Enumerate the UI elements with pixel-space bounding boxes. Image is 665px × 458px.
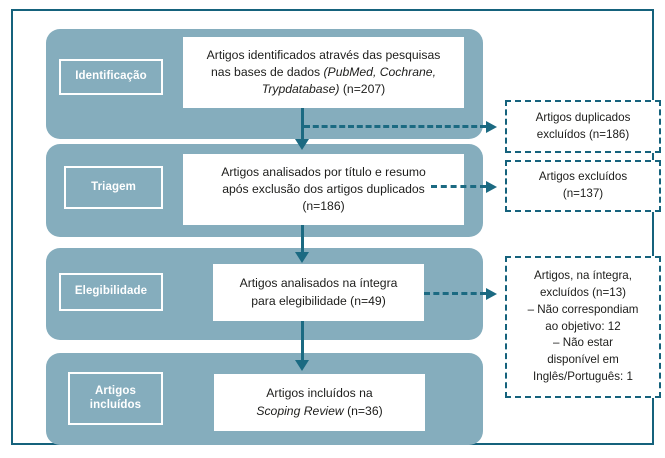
stage-label-elegibilidade-text: Elegibilidade — [74, 285, 148, 298]
duplicados-line1: Artigos duplicados — [535, 110, 631, 124]
stage-label-triagem: Triagem — [64, 166, 163, 209]
exclusion-arrow-duplicados — [304, 125, 486, 128]
stage-label-elegibilidade: Elegibilidade — [59, 273, 163, 311]
exclusion-box-duplicados: Artigos duplicados excluídos (n=186) — [505, 100, 661, 153]
excluidos-integra-line3: – Não correspondiam — [527, 302, 639, 316]
excluidos-integra-line4: ao objetivo: 12 — [545, 319, 621, 333]
elegibilidade-line2: para elegibilidade (n=49) — [251, 293, 386, 308]
incluidos-line2-suffix: (n=36) — [343, 403, 383, 418]
excluidos-integra-line7: Inglês/Português: 1 — [533, 369, 633, 383]
excluidos-integra-line5: – Não estar — [553, 336, 613, 350]
stage-label-artigos-incluidos-text: Artigos incluídos — [90, 385, 141, 412]
stage-label-artigos-incluidos: Artigos incluídos — [68, 372, 163, 425]
incluidos-line2-italic: Scoping Review — [256, 403, 344, 418]
stage-label-artigos-incluidos-line1: Artigos — [95, 384, 136, 397]
triagem-line2: após exclusão dos artigos duplicados — [222, 181, 425, 196]
excluidos-triagem-line2: (n=137) — [562, 187, 604, 200]
triagem-line1: Artigos analisados por título e resumo — [221, 164, 426, 179]
excluidos-integra-line2: excluídos (n=13) — [539, 286, 627, 299]
flow-arrow-triagem-to-elegibilidade — [301, 225, 304, 257]
exclusion-arrow-elegibilidade — [424, 292, 486, 295]
elegibilidade-line1: Artigos analisados na íntegra — [239, 276, 398, 291]
content-box-triagem: Artigos analisados por título e resumo a… — [183, 154, 464, 225]
arrow-right-icon — [486, 181, 497, 193]
identificacao-line2-prefix: nas bases de dados — [211, 64, 324, 79]
content-box-identificacao: Artigos identificados através das pesqui… — [183, 37, 464, 108]
identificacao-line3-italic: Trypdatabase) — [261, 82, 340, 97]
content-box-artigos-incluidos: Artigos incluídos na Scoping Review (n=3… — [214, 374, 425, 431]
stage-label-identificacao: Identificação — [59, 59, 163, 95]
stage-label-identificacao-text: Identificação — [75, 70, 147, 83]
duplicados-line2: excluídos (n=186) — [536, 127, 630, 141]
content-box-elegibilidade: Artigos analisados na íntegra para elegi… — [213, 264, 424, 321]
arrow-down-icon — [295, 139, 309, 150]
flow-arrow-elegibilidade-to-incluidos — [301, 321, 304, 363]
identificacao-line3-suffix: (n=207) — [339, 82, 386, 97]
excluidos-integra-line1: Artigos, na íntegra, — [534, 269, 632, 283]
flow-arrow-identificacao-to-triagem — [301, 108, 304, 142]
exclusion-box-excluidos-integra: Artigos, na íntegra, excluídos (n=13) – … — [505, 256, 661, 398]
incluidos-line1: Artigos incluídos na — [266, 386, 373, 401]
stage-label-artigos-incluidos-line2: incluídos — [89, 398, 142, 411]
excluidos-triagem-line1: Artigos excluídos — [538, 170, 628, 184]
identificacao-line2-italic: (PubMed, Cochrane, — [323, 64, 436, 79]
excluidos-integra-line6: disponível em — [547, 353, 619, 367]
exclusion-box-excluidos-triagem: Artigos excluídos (n=137) — [505, 160, 661, 212]
arrow-down-icon — [295, 360, 309, 371]
stage-label-triagem-text: Triagem — [91, 180, 136, 193]
arrow-down-icon — [295, 252, 309, 263]
arrow-right-icon — [486, 288, 497, 300]
identificacao-line1: Artigos identificados através das pesqui… — [206, 47, 441, 62]
exclusion-arrow-triagem — [431, 185, 486, 188]
arrow-right-icon — [486, 121, 497, 133]
triagem-line3: (n=186) — [302, 199, 345, 214]
diagram-frame: Identificação Triagem Elegibilidade Arti… — [11, 9, 661, 445]
